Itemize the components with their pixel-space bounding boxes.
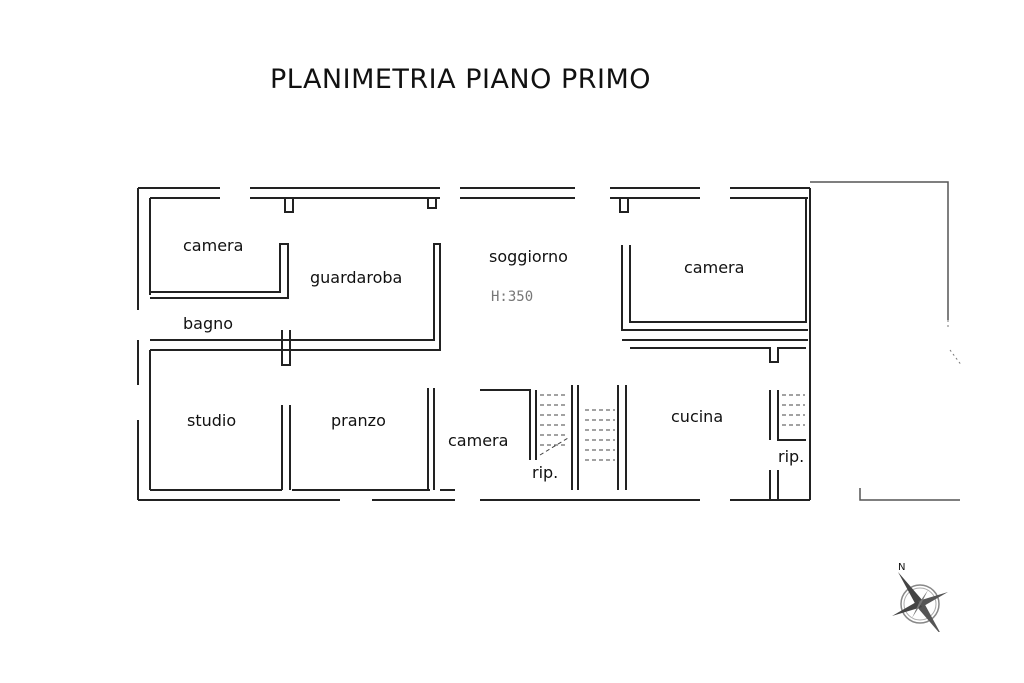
compass-rose-icon [892,572,948,632]
room-label-rip-1: rip. [532,463,559,482]
wall-rip-cucina [769,390,806,441]
room-label-camera-s: camera [448,431,509,450]
room-label-bagno: bagno [183,314,234,333]
room-label-studio: studio [187,411,237,430]
room-label-guardaroba: guardaroba [310,268,403,287]
wall-camera-rip [480,389,537,460]
wall-camera-guardaroba [150,243,289,299]
wall-studio-pranzo [281,405,291,490]
room-label-cucina: cucina [671,407,724,426]
room-label-soggiorno: soggiorno [489,247,568,266]
room-label-camera-ne: camera [684,258,745,277]
wall-stair [571,385,579,490]
wall-bagno [150,243,441,351]
compass-north-label: N [898,562,906,573]
room-label-pranzo: pranzo [331,411,386,430]
room-label-rip-2: rip. [778,447,805,466]
plan-title: PLANIMETRIA PIANO PRIMO [270,64,651,95]
room-label-camera-nw: camera [183,236,244,255]
ceiling-height-note: H:350 [491,289,534,305]
wall-camera-ne [621,198,808,331]
wall-pranzo-camera [427,388,435,490]
